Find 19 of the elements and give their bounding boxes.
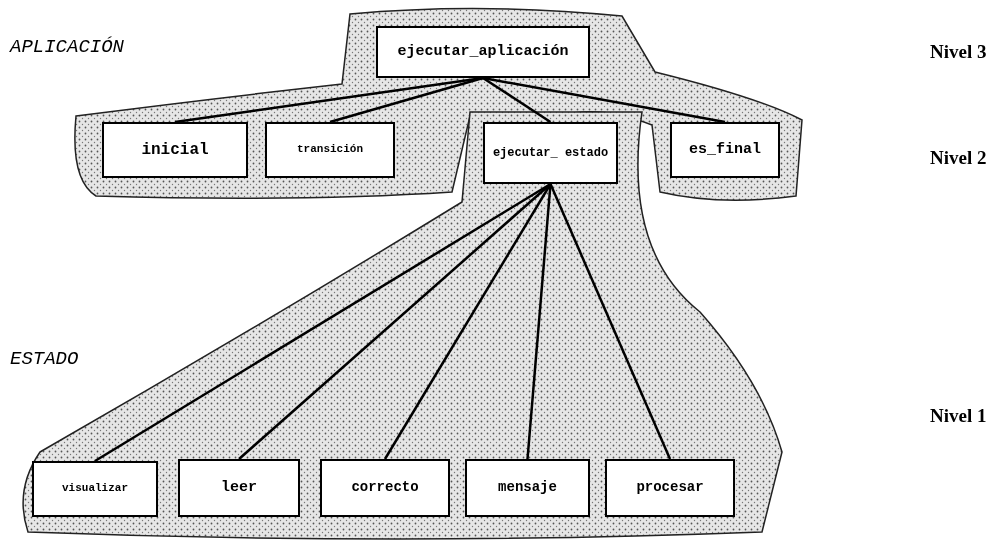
level-label: ESTADO	[10, 347, 79, 372]
module-box: inicial	[102, 122, 248, 178]
module-box: leer	[178, 459, 300, 517]
level-label: APLICACIÓN	[10, 35, 125, 60]
module-box: visualizar	[32, 461, 158, 517]
module-box: mensaje	[465, 459, 590, 517]
module-box: ejecutar_aplicación	[376, 26, 590, 78]
module-box: es_final	[670, 122, 780, 178]
level-label: Nivel 1	[930, 404, 987, 428]
module-box: correcto	[320, 459, 450, 517]
connector-line	[482, 76, 726, 124]
level-label: Nivel 3	[930, 40, 987, 64]
module-box: procesar	[605, 459, 735, 517]
connector-line	[526, 183, 552, 460]
module-box: transición	[265, 122, 395, 178]
module-box: ejecutar_ estado	[483, 122, 618, 184]
connector-line	[482, 76, 552, 124]
level-label: Nivel 2	[930, 146, 987, 170]
connector-line	[329, 76, 484, 124]
